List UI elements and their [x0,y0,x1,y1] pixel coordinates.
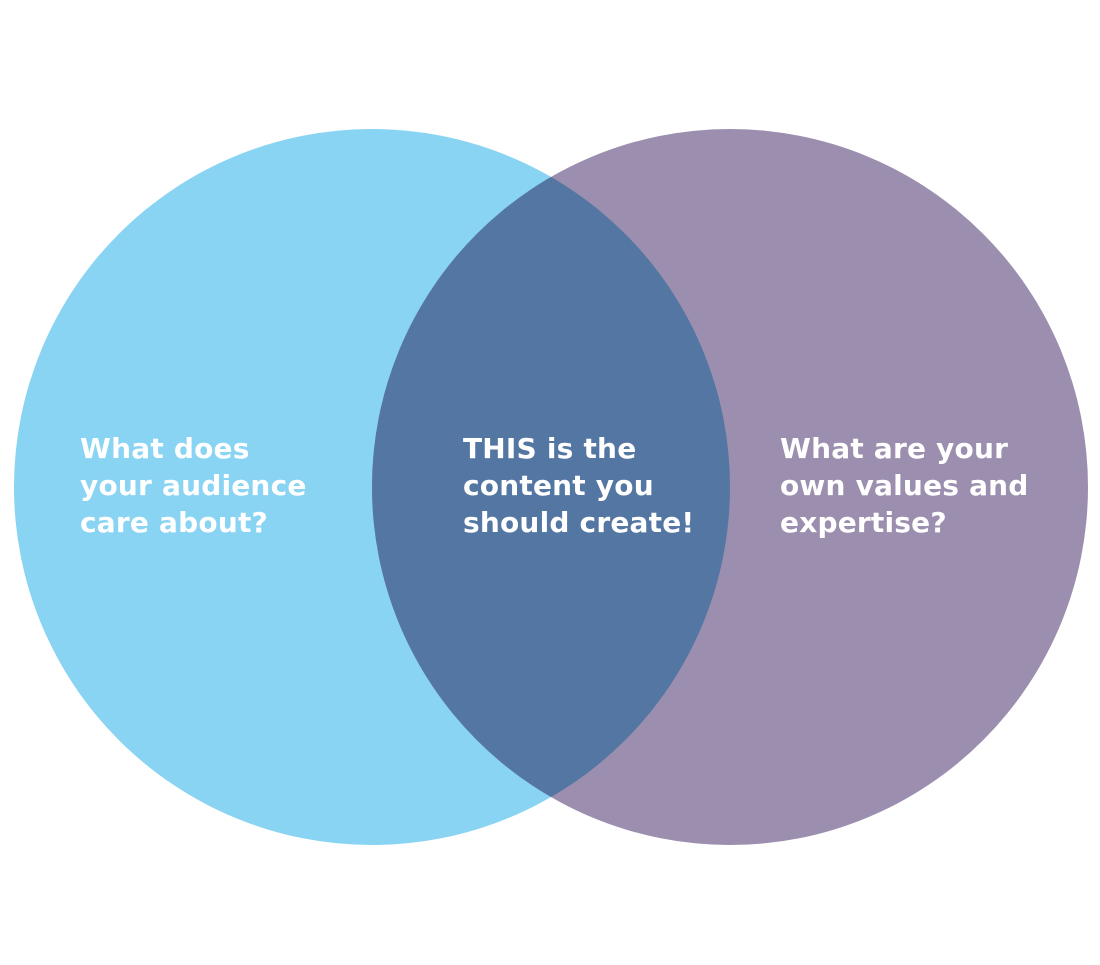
expertise-label-line: own values and [780,469,1029,502]
expertise-label-line: expertise? [780,506,947,539]
overlap-label-line: THIS is the [463,432,637,465]
audience-label: What does your audience care about? [80,430,307,541]
expertise-label: What are your own values and expertise? [780,430,1029,541]
overlap-region [372,129,730,845]
expertise-label-line: What are your [780,432,1009,465]
overlap-label: THIS is the content you should create! [463,430,694,541]
audience-label-line: care about? [80,506,268,539]
audience-label-line: What does [80,432,250,465]
overlap-label-line: content you [463,469,654,502]
overlap-label-line: should create! [463,506,695,539]
audience-label-line: your audience [80,469,307,502]
